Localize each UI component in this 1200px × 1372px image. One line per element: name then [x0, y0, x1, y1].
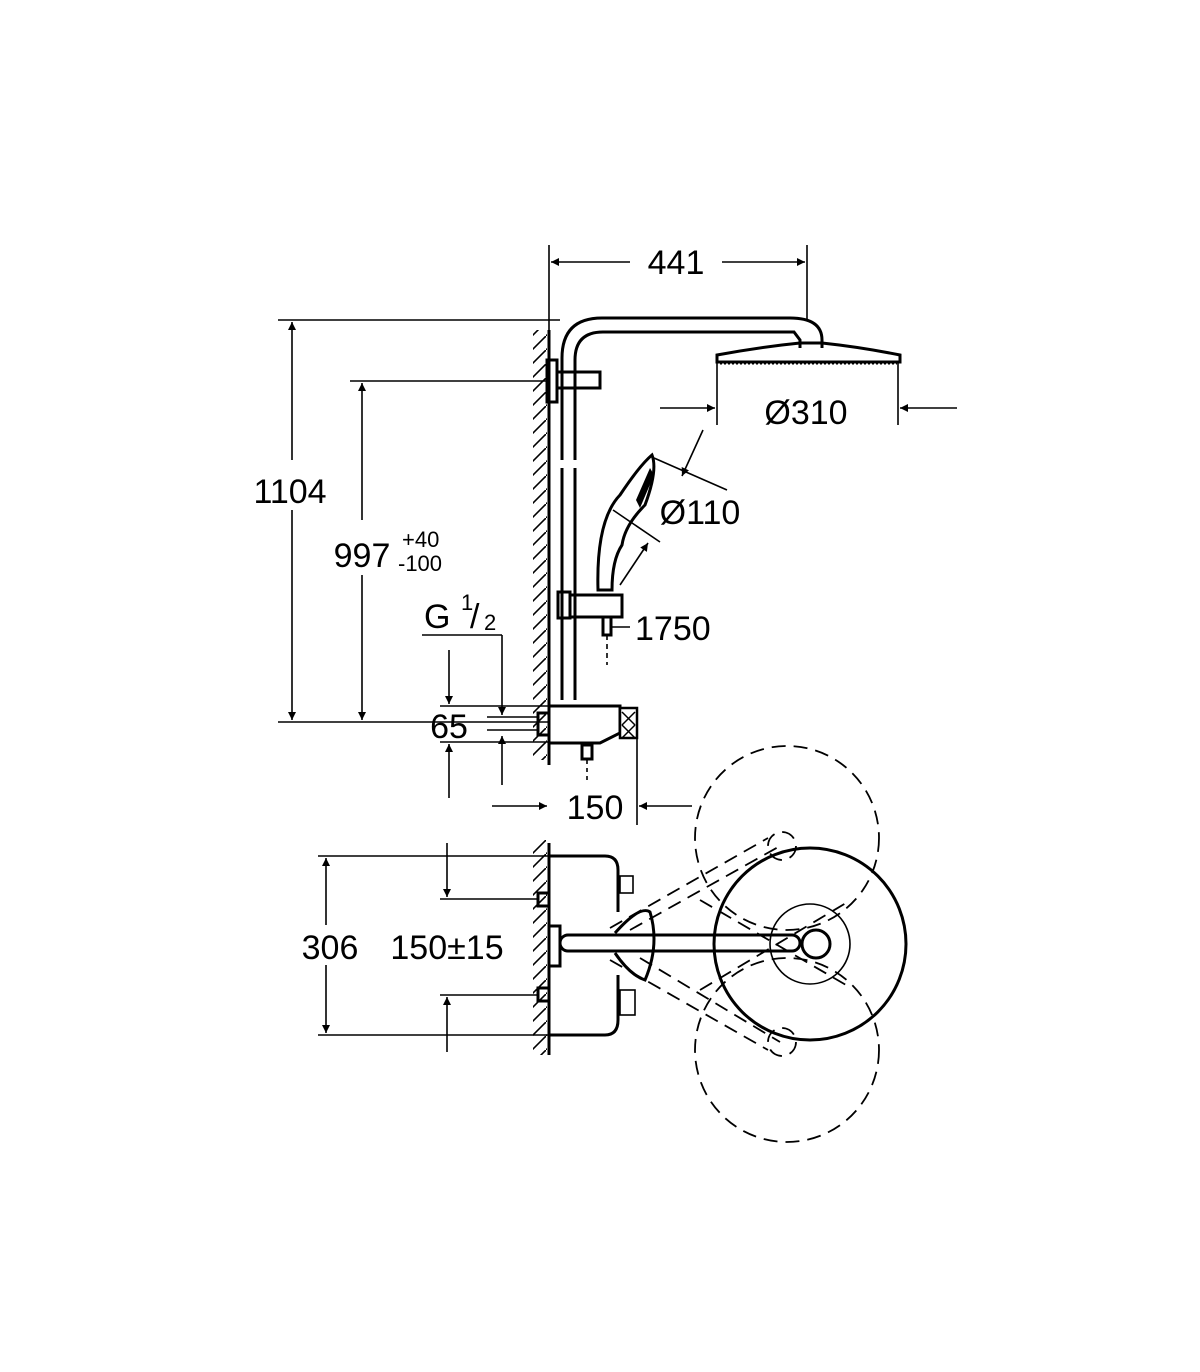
- dimension-head-diameter: Ø310: [660, 362, 957, 432]
- thermostat-side: [536, 704, 639, 780]
- thermostat-top-view: [536, 854, 802, 1037]
- tolerance-plus: +40: [402, 527, 439, 552]
- label-1750: 1750: [635, 610, 711, 648]
- label-441: 441: [648, 244, 705, 282]
- label-306: 306: [302, 929, 359, 967]
- dimension-150-15: 150±15: [390, 843, 538, 1052]
- hand-shower: 1750: [556, 452, 711, 665]
- wall-top-view: [533, 840, 551, 1055]
- label-1104: 1104: [253, 473, 326, 511]
- dimension-hand-diameter: Ø110: [612, 429, 741, 586]
- label-thread-num: 1: [461, 590, 473, 615]
- label-310: Ø310: [764, 394, 847, 432]
- svg-text:/: /: [470, 598, 480, 636]
- dimension-997: 997 +40 -100: [334, 380, 549, 720]
- label-150-15: 150±15: [390, 929, 503, 967]
- thread-label: G 1 / 2: [422, 590, 506, 785]
- dimension-1104: 1104: [253, 319, 560, 723]
- dimension-65: 65: [430, 650, 549, 798]
- label-65: 65: [430, 708, 468, 746]
- rotation-circles: [609, 745, 908, 1143]
- dimension-150: 150: [492, 715, 692, 827]
- label-150: 150: [567, 789, 624, 827]
- dimension-306: 306: [302, 855, 549, 1036]
- label-g: G: [424, 598, 450, 636]
- dimension-441: 441: [548, 244, 808, 330]
- tolerance-minus: -100: [398, 551, 442, 576]
- label-thread-den: 2: [484, 610, 496, 635]
- label-110: Ø110: [660, 494, 741, 532]
- label-997: 997: [334, 537, 391, 575]
